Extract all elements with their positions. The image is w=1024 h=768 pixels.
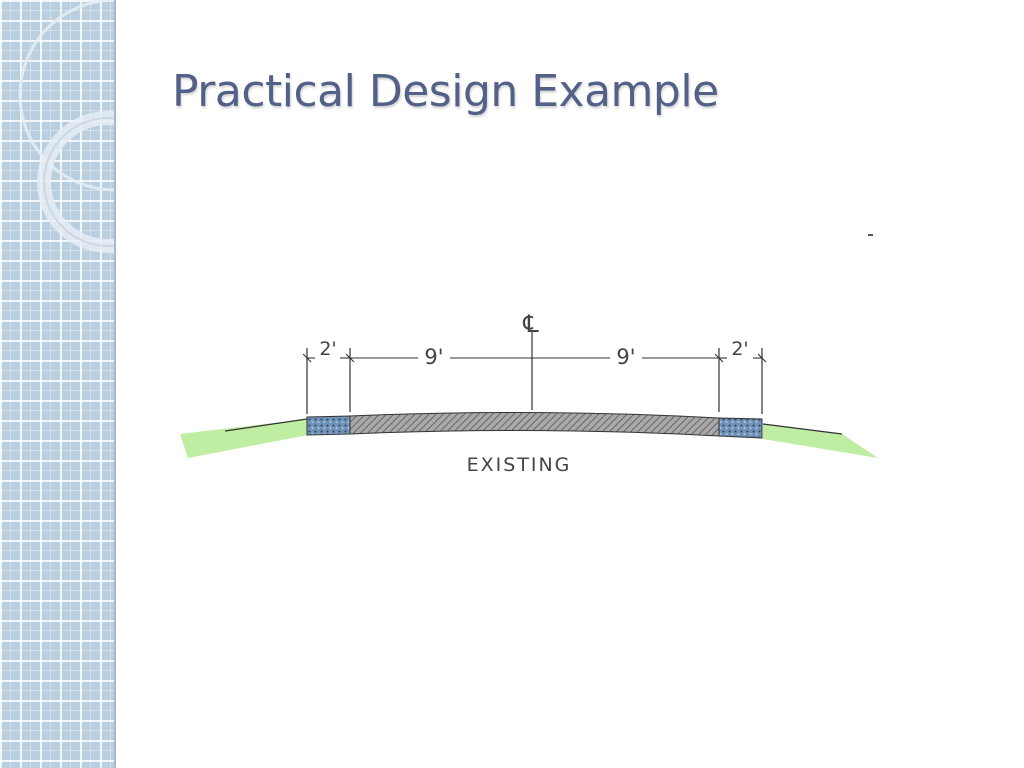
left-grass-slope	[180, 419, 308, 458]
extension-lines	[306, 332, 763, 414]
dimension-label-left-lane: 9'	[424, 345, 443, 369]
right-grass-slope	[763, 424, 878, 458]
dimension-ticks	[302, 353, 767, 363]
dimension-label-right-shoulder: 2'	[731, 338, 748, 360]
dimension-label-left-shoulder: 2'	[319, 338, 336, 360]
road-cross-section-diagram: ℄ 2' 9' 9' 2' EXISTING	[180, 234, 878, 476]
slide-title: Practical Design Example	[172, 66, 719, 117]
right-slope-line	[762, 423, 843, 435]
surface-label: EXISTING	[467, 454, 572, 476]
left-slope-line	[224, 418, 308, 432]
dimension-label-right-lane: 9'	[616, 345, 635, 369]
centerline-symbol: ℄	[522, 310, 539, 338]
decorative-circles	[18, 0, 114, 253]
stray-mark	[868, 234, 873, 236]
existing-pavement	[349, 411, 720, 437]
left-shoulder	[306, 415, 351, 436]
right-shoulder	[718, 417, 763, 439]
sidebar-grid-background	[0, 0, 116, 768]
